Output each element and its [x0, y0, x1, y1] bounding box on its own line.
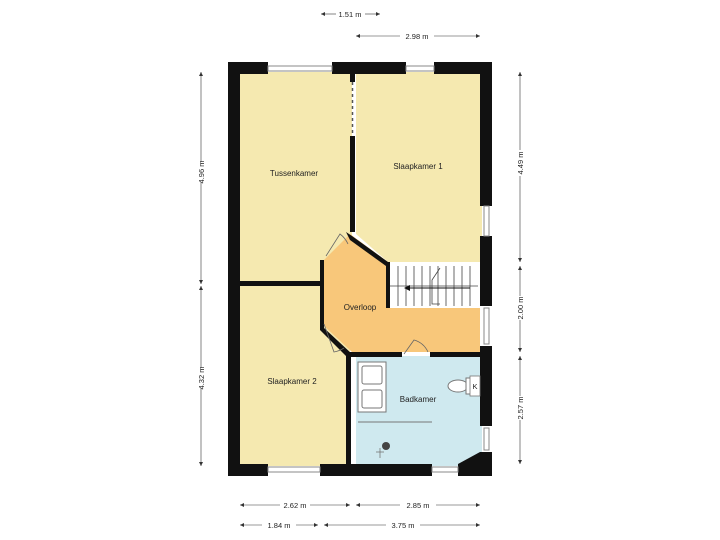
room-label-overloop: Overloop: [344, 303, 377, 312]
shower-drain: [382, 442, 390, 450]
dimension-lines: [200, 13, 521, 526]
dim-right-middle: 2.00 m: [516, 297, 525, 320]
toilet-k-label: K: [472, 382, 477, 391]
dim-bottom-row2-left: 1.84 m: [268, 521, 291, 530]
dim-top-2: 2.98 m: [406, 32, 429, 41]
dimension-arrows: [199, 12, 522, 527]
room-label-slaapkamer-2: Slaapkamer 2: [267, 377, 317, 386]
dim-bottom-row1-right: 2.85 m: [407, 501, 430, 510]
dim-bottom-row1-left: 2.62 m: [284, 501, 307, 510]
room-label-badkamer: Badkamer: [400, 395, 437, 404]
stair-steps: [390, 266, 478, 306]
room-label-tussenkamer: Tussenkamer: [270, 169, 319, 178]
overloop-area: [322, 234, 480, 352]
stair-arrow: [404, 285, 470, 291]
dim-left-upper: 4.96 m: [197, 161, 206, 184]
dim-right-lower: 2.57 m: [516, 397, 525, 420]
slaapkamer-1-area: [356, 72, 482, 262]
dim-right-upper: 4.49 m: [516, 152, 525, 175]
double-sink: [357, 361, 387, 413]
toilet: [447, 377, 473, 395]
dim-bottom-row2-right: 3.75 m: [392, 521, 415, 530]
dim-top-1: 1.51 m: [339, 10, 362, 19]
room-label-slaapkamer-1: Slaapkamer 1: [393, 162, 443, 171]
outer-walls: [228, 62, 492, 476]
windows: [267, 65, 490, 473]
toilet-k-box: [469, 375, 481, 397]
interior-walls: [238, 74, 482, 466]
shower-tap-icon: [376, 448, 384, 458]
doors: [323, 233, 429, 355]
tussenkamer-area: [238, 72, 352, 284]
dim-left-lower: 4.32 m: [197, 367, 206, 390]
